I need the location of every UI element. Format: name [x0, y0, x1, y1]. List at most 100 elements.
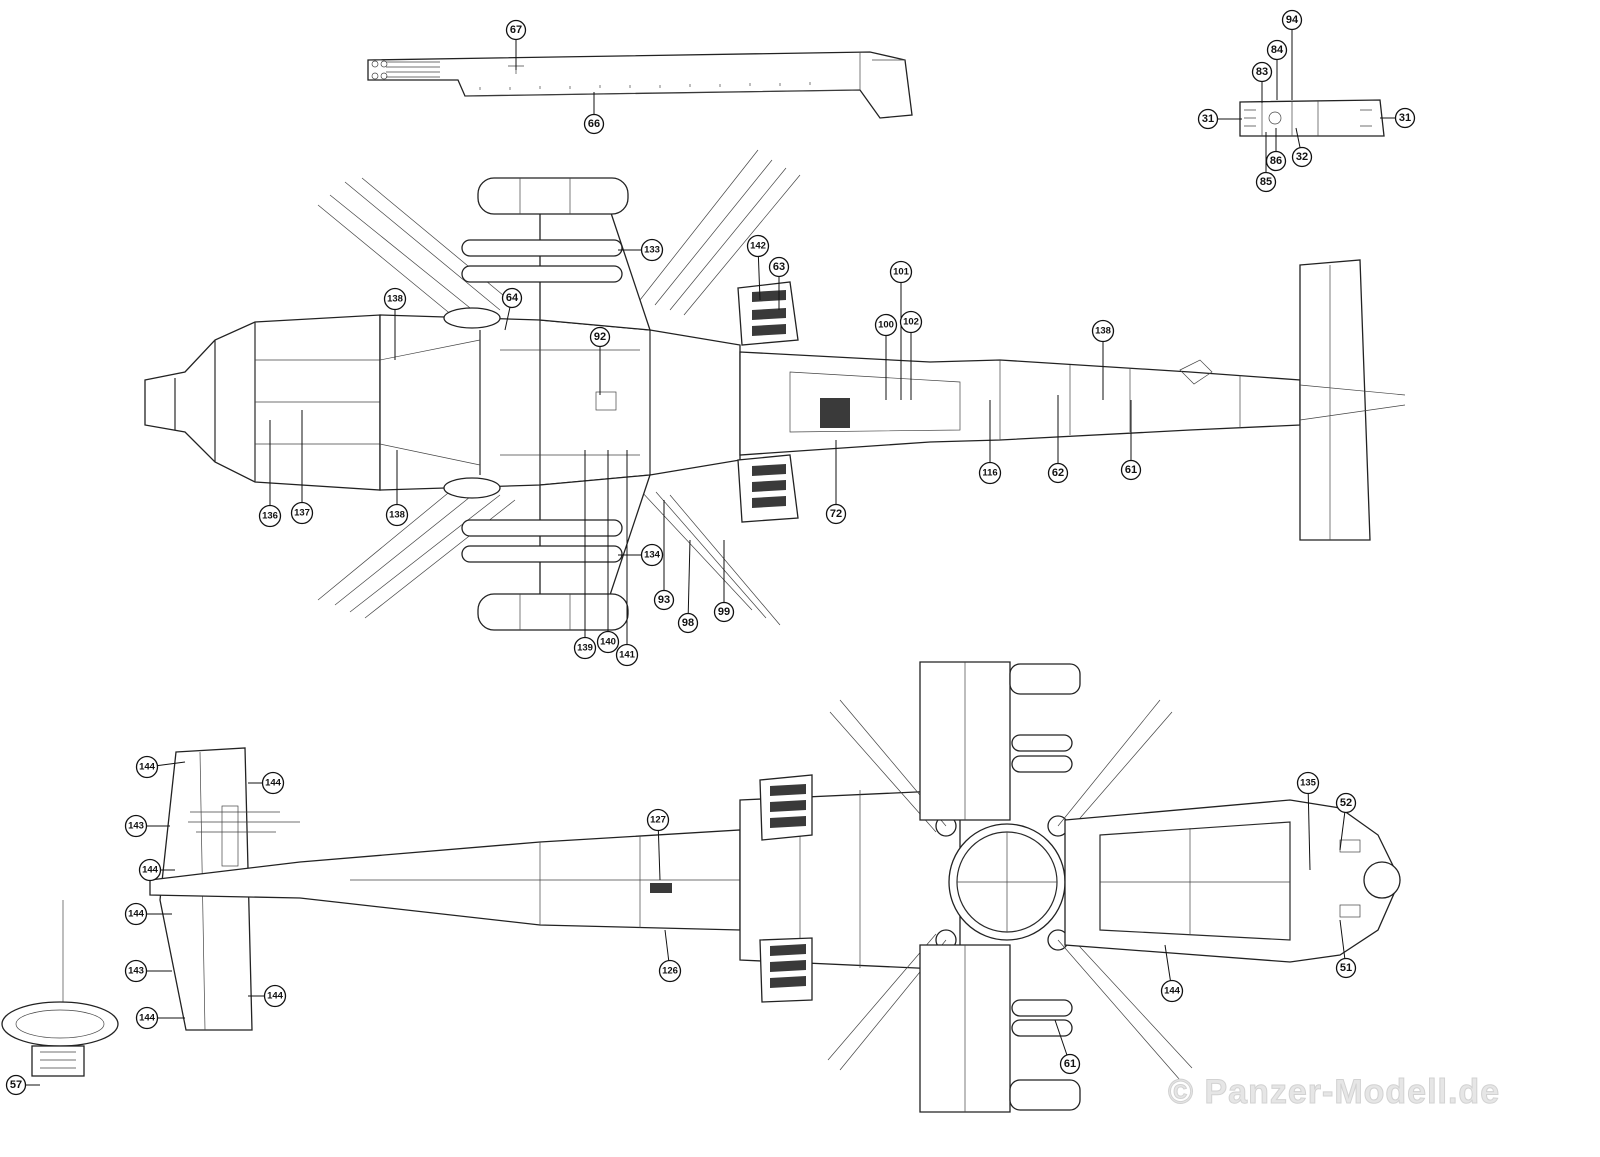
callout-label: 138	[389, 510, 405, 521]
callout-c144e: 144	[263, 984, 287, 1008]
callout-label: 142	[750, 241, 766, 252]
callout-c100: 100	[874, 313, 898, 337]
callout-label: 144	[1164, 986, 1181, 997]
callout-circle	[658, 959, 682, 983]
callout-circle	[258, 504, 282, 528]
callout-c32: 32	[1291, 146, 1313, 168]
callout-circle	[573, 636, 597, 660]
callout-circle	[746, 234, 770, 258]
callout-label: 51	[1340, 962, 1352, 974]
callout-circle	[1281, 9, 1303, 31]
callout-c94: 94	[1281, 9, 1303, 31]
callout-label: 139	[577, 643, 593, 654]
callout-circle	[677, 612, 699, 634]
callout-circle	[589, 326, 611, 348]
callout-label: 100	[878, 320, 894, 331]
rotor-blade-view	[367, 51, 913, 119]
callout-c92: 92	[589, 326, 611, 348]
callout-c138b: 138	[385, 503, 409, 527]
callout-label: 32	[1296, 151, 1308, 163]
callout-label: 61	[1064, 1058, 1076, 1070]
callout-circle	[1091, 319, 1115, 343]
callout-circle	[290, 501, 314, 525]
callout-c31a: 31	[1197, 108, 1219, 130]
callout-c61: 61	[1120, 459, 1142, 481]
callout-c127: 127	[646, 808, 670, 832]
callout-circle	[1047, 462, 1069, 484]
callout-circle	[1255, 171, 1277, 193]
callout-c51: 51	[1335, 957, 1357, 979]
callout-label: 98	[682, 617, 694, 629]
callout-c144f: 144	[135, 1006, 159, 1030]
callout-circle	[1059, 1053, 1081, 1075]
callout-label: 102	[903, 317, 919, 328]
callout-c101: 101	[889, 260, 913, 284]
callout-c140: 140	[596, 630, 620, 654]
horizontal-stabilizer	[1299, 259, 1406, 541]
callout-label: 138	[1095, 326, 1111, 337]
callout-c86: 86	[1265, 150, 1287, 172]
callout-circle	[1120, 459, 1142, 481]
callout-circle	[5, 1074, 27, 1096]
callout-label: 144	[265, 778, 282, 789]
callout-c62: 62	[1047, 462, 1069, 484]
callout-c99: 99	[713, 601, 735, 623]
callout-label: 57	[10, 1079, 22, 1091]
fuel-tank-lower	[477, 593, 629, 631]
callout-circle	[1335, 792, 1357, 814]
exhaust-lower-b	[759, 937, 813, 1003]
exhaust-upper	[737, 281, 799, 346]
callout-c52: 52	[1335, 792, 1357, 814]
callout-c84: 84	[1266, 39, 1288, 61]
callout-label: 116	[982, 468, 997, 479]
callout-c72: 72	[825, 503, 847, 525]
callout-c66: 66	[583, 113, 605, 135]
callout-circle	[1251, 61, 1273, 83]
callout-circle	[124, 902, 148, 926]
callout-leader-c98	[687, 539, 691, 624]
callout-label: 62	[1052, 467, 1064, 479]
callout-circle	[713, 601, 735, 623]
callout-c137: 137	[290, 501, 314, 525]
callout-label: 144	[267, 991, 284, 1002]
callout-label: 126	[662, 966, 678, 977]
callout-circle	[899, 310, 923, 334]
callout-label: 61	[1125, 464, 1137, 476]
callout-circle	[1265, 150, 1287, 172]
callout-circle	[261, 771, 285, 795]
callout-c136: 136	[258, 504, 282, 528]
callout-circle	[874, 313, 898, 337]
callout-c143b: 143	[124, 959, 148, 983]
callout-c135: 135	[1296, 771, 1320, 795]
callout-circle	[385, 503, 409, 527]
callout-label: 127	[650, 815, 666, 826]
helicopter-top-view	[144, 149, 1406, 631]
callout-label: 134	[644, 550, 661, 561]
callout-label: 135	[1300, 778, 1317, 789]
callout-circle	[889, 260, 913, 284]
callout-c57: 57	[5, 1074, 27, 1096]
callout-circle	[1266, 39, 1288, 61]
callout-circle	[135, 1006, 159, 1030]
callout-label: 31	[1202, 113, 1214, 125]
callout-circle	[596, 630, 620, 654]
callout-label: 144	[139, 762, 156, 773]
callout-label: 138	[387, 294, 403, 305]
callout-circle	[1291, 146, 1313, 168]
callout-circle	[653, 589, 675, 611]
callout-c126: 126	[658, 959, 682, 983]
callout-circle	[135, 755, 159, 779]
callout-c67: 67	[505, 19, 527, 41]
callout-label: 66	[588, 118, 600, 130]
tail-rotor	[188, 805, 300, 867]
missile-rack-lower	[461, 519, 623, 563]
callout-c142: 142	[746, 234, 770, 258]
callout-label: 94	[1286, 14, 1299, 26]
callout-c116: 116	[978, 461, 1002, 485]
watermark: © Panzer-Modell.de	[1168, 1073, 1500, 1111]
callout-c98: 98	[677, 612, 699, 634]
callout-label: 99	[718, 606, 730, 618]
